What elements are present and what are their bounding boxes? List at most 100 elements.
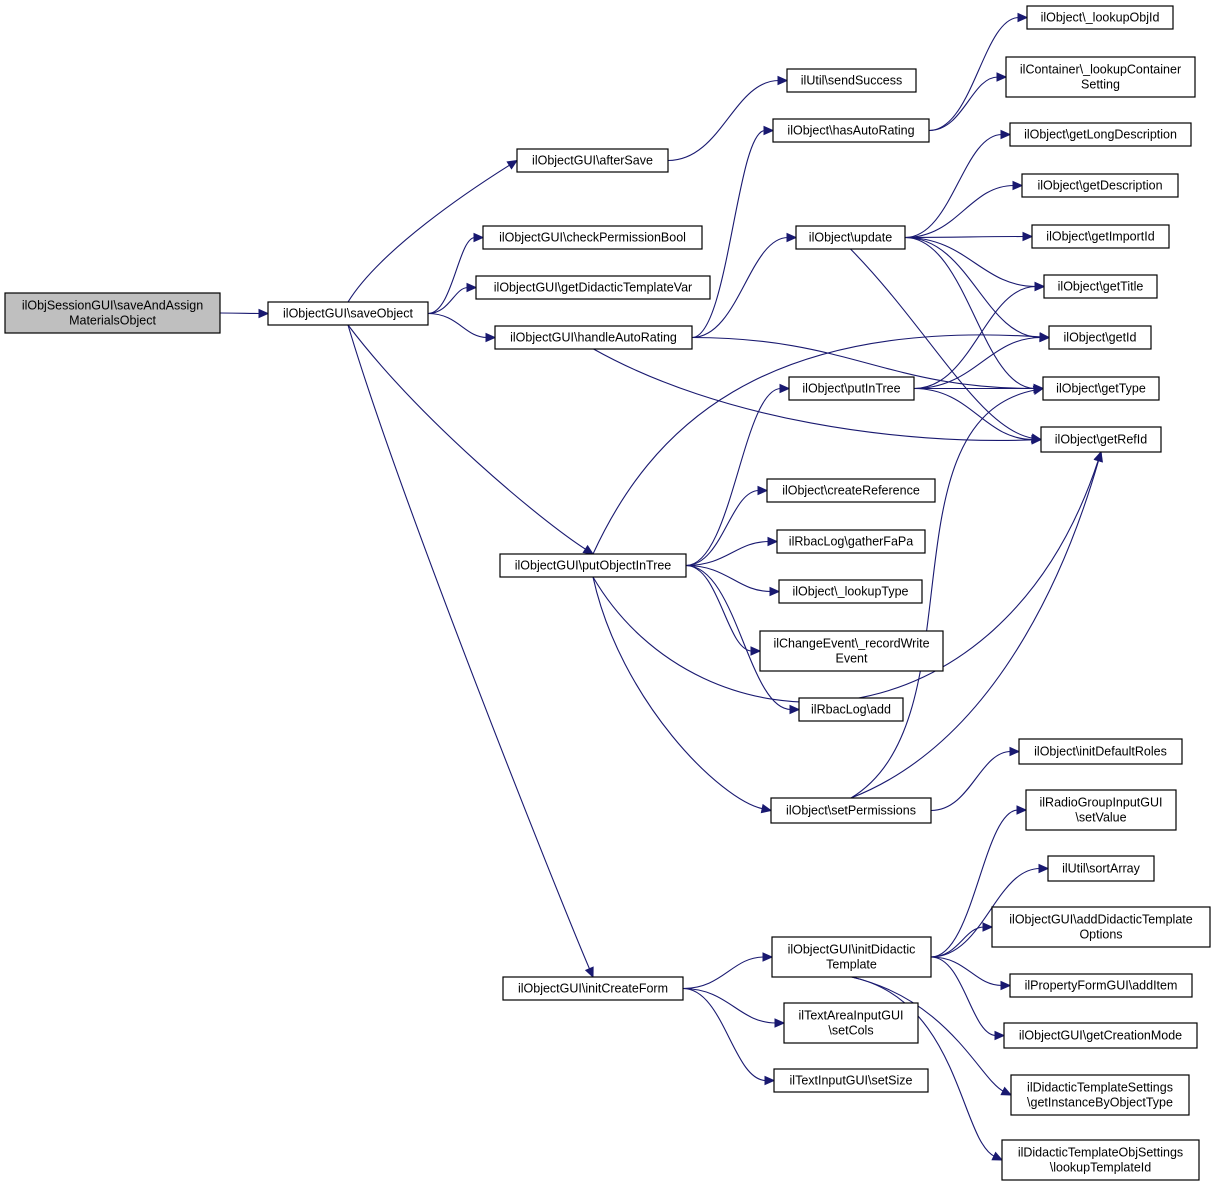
node-box [786, 68, 917, 93]
edge-initDidacticTemplate-to-radioSetValue [930, 805, 1028, 958]
node-gatherFaPa[interactable]: ilRbacLog\gatherFaPa [776, 529, 926, 554]
edge-putObjectInTree-to-recordWriteEvent [685, 564, 762, 656]
edge-line [930, 956, 1003, 987]
edge-handleAutoRating-to-update [691, 232, 798, 339]
node-box [776, 529, 926, 554]
node-box [1040, 426, 1162, 453]
edge-arrowhead [473, 232, 485, 243]
node-handleAutoRating[interactable]: ilObjectGUI\handleAutoRating [494, 325, 693, 350]
node-label: ilObject\setPermissions [786, 804, 916, 818]
edge-initCreateForm-to-setSize [682, 987, 776, 1086]
edge-arrowhead [485, 332, 497, 343]
edge-line [851, 976, 1005, 1093]
node-getDidacticTemplateVar[interactable]: ilObjectGUI\getDidacticTemplateVar [475, 275, 711, 300]
edge-arrowhead [1009, 746, 1021, 757]
node-label: ilChangeEvent\_recordWrite [773, 637, 929, 651]
node-getId[interactable]: ilObject\getId [1048, 325, 1152, 350]
node-getInstanceByObjectType[interactable]: ilDidacticTemplateSettings\getInstanceBy… [1010, 1074, 1190, 1116]
node-label: ilObject\getType [1056, 382, 1146, 396]
edge-arrowhead [991, 1151, 1004, 1161]
node-box [499, 553, 687, 578]
edge-line [930, 750, 1012, 812]
edge-arrowhead [786, 232, 798, 243]
node-sendSuccess[interactable]: ilUtil\sendSuccess [786, 68, 917, 93]
node-box [795, 225, 906, 250]
node-label: \setCols [828, 1024, 873, 1038]
edge-arrowhead [774, 1018, 786, 1028]
node-setCols[interactable]: ilTextAreaInputGUI\setCols [783, 1002, 919, 1044]
node-label: ilObjectGUI\afterSave [532, 154, 653, 168]
edge-arrowhead [763, 125, 775, 136]
node-box [475, 275, 711, 300]
node-box [778, 579, 923, 604]
node-label: ilObject\getRefId [1055, 433, 1147, 447]
node-createReference[interactable]: ilObject\createReference [766, 478, 936, 503]
node-radioSetValue[interactable]: ilRadioGroupInputGUI\setValue [1025, 789, 1177, 831]
node-box [770, 797, 932, 824]
edge-line [347, 324, 591, 970]
node-update[interactable]: ilObject\update [795, 225, 906, 250]
node-hasAutoRating[interactable]: ilObject\hasAutoRating [772, 118, 930, 143]
node-saveObject[interactable]: ilObjectGUI\saveObject [267, 301, 429, 326]
node-label: ilObjectGUI\addDidacticTemplate [1009, 913, 1192, 927]
edge-setPermissions-to-getType [850, 385, 1045, 799]
node-lookupObjId[interactable]: ilObject\_lookupObjId [1026, 5, 1174, 30]
node-label: ilObject\getTitle [1058, 280, 1144, 294]
edge-arrowhead [1032, 385, 1045, 395]
edge-arrowhead [1031, 434, 1043, 445]
node-setSize[interactable]: ilTextInputGUI\setSize [773, 1068, 929, 1093]
edge-saveObject-to-getDidacticTemplateVar [427, 282, 478, 315]
node-initCreateForm[interactable]: ilObjectGUI\initCreateForm [502, 976, 684, 1001]
edge-root-to-saveObject [219, 308, 270, 319]
node-label: ilObjectGUI\getCreationMode [1019, 1029, 1182, 1043]
edge-saveObject-to-afterSave [347, 159, 519, 303]
edge-line [850, 389, 1036, 799]
edge-update-to-getType [904, 236, 1045, 394]
edge-arrowhead [1017, 12, 1029, 23]
node-putObjectInTree[interactable]: ilObjectGUI\putObjectInTree [499, 553, 687, 578]
node-addItem[interactable]: ilPropertyFormGUI\addItem [1009, 973, 1193, 998]
edge-line [850, 459, 1100, 799]
node-box [4, 292, 221, 334]
node-label: ilObjectGUI\saveObject [283, 307, 413, 321]
node-box [772, 118, 930, 143]
edge-line [928, 76, 999, 132]
node-checkPermissionBool[interactable]: ilObjectGUI\checkPermissionBool [482, 225, 703, 250]
edge-line [904, 236, 1036, 390]
node-afterSave[interactable]: ilObjectGUI\afterSave [516, 148, 669, 173]
edge-initDidacticTemplate-to-addDidacticTemplateOptions [930, 922, 994, 958]
node-label: ilObject\getImportId [1046, 230, 1154, 244]
edge-line [685, 540, 770, 567]
node-putInTree[interactable]: ilObject\putInTree [788, 376, 915, 401]
node-initDefaultRoles[interactable]: ilObject\initDefaultRoles [1018, 738, 1183, 765]
node-lookupTemplateId[interactable]: ilDidacticTemplateObjSettings\lookupTemp… [1001, 1139, 1200, 1181]
edge-update-to-getRefId [850, 248, 1043, 443]
node-getDescription[interactable]: ilObject\getDescription [1021, 173, 1179, 198]
node-setPermissions[interactable]: ilObject\setPermissions [770, 797, 932, 824]
node-root[interactable]: ilObjSessionGUI\saveAndAssignMaterialsOb… [4, 292, 221, 334]
node-box [1026, 5, 1174, 30]
node-label: Setting [1081, 78, 1120, 92]
edge-arrowhead [258, 308, 270, 319]
node-getRefId[interactable]: ilObject\getRefId [1040, 426, 1162, 453]
node-getCreationMode[interactable]: ilObjectGUI\getCreationMode [1003, 1022, 1198, 1049]
node-box [991, 906, 1211, 948]
node-box [482, 225, 703, 250]
nodes-layer: ilObjSessionGUI\saveAndAssignMaterialsOb… [4, 5, 1211, 1181]
edge-line [691, 236, 789, 339]
node-box [1043, 274, 1158, 299]
node-getType[interactable]: ilObject\getType [1042, 376, 1160, 401]
edge-arrowhead [1012, 180, 1024, 191]
node-getImportId[interactable]: ilObject\getImportId [1031, 224, 1170, 249]
node-sortArray[interactable]: ilUtil\sortArray [1047, 855, 1155, 882]
node-getLongDescription[interactable]: ilObject\getLongDescription [1009, 122, 1192, 147]
node-getTitle[interactable]: ilObject\getTitle [1043, 274, 1158, 299]
node-rbacAdd[interactable]: ilRbacLog\add [798, 697, 904, 722]
node-lookupType[interactable]: ilObject\_lookupType [778, 579, 923, 604]
node-label: ilObject\createReference [782, 484, 920, 498]
